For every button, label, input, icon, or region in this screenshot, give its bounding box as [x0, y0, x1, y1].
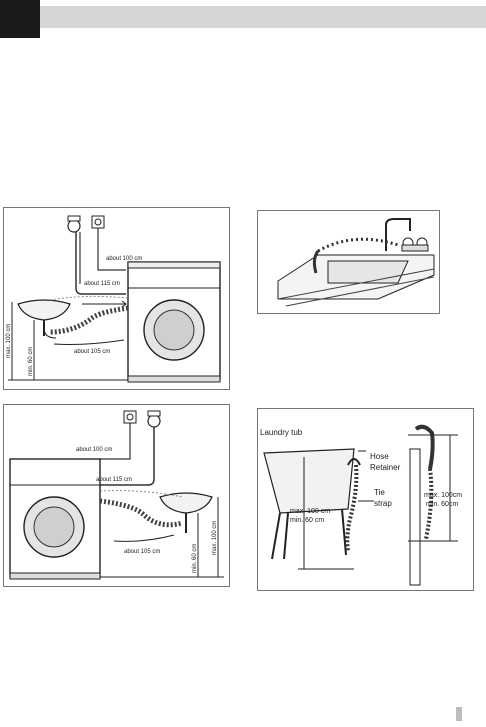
label-about-100: about 100 cm: [106, 256, 142, 262]
diagram-sink-edge: [257, 210, 440, 314]
sink-drain-mirrored-illustration: about 100 cm about 115 cm about 105 cm m…: [9, 410, 224, 580]
section-number-block: [0, 0, 40, 38]
diagram-sink-drain-right: about 100 cm about 115 cm about 105 cm m…: [3, 404, 230, 587]
label-hose: Hose: [370, 452, 389, 461]
power-socket-icon: [91, 215, 105, 229]
page-edge-marker: [456, 707, 462, 721]
label-about-115: about 115 cm: [96, 477, 132, 483]
label-left-min: min. 60 cm: [290, 517, 324, 524]
label-about-115: about 115 cm: [84, 281, 120, 287]
label-max-100: max. 100 cm: [6, 324, 12, 358]
sink-edge-illustration: [277, 218, 435, 307]
standpipe: [409, 424, 435, 586]
sink-basin: [17, 299, 71, 339]
diagram-sink-drain-left: about 100 cm about 115 cm about 105 cm m…: [3, 207, 230, 390]
label-about-100: about 100 cm: [76, 447, 112, 453]
label-about-105: about 105 cm: [124, 549, 160, 555]
faucet-icon: [385, 218, 429, 252]
water-tap-icon: [147, 410, 161, 428]
section-title-bar: [40, 6, 486, 28]
label-laundry-tub: Laundry tub: [260, 428, 303, 437]
label-left-max: max. 100 cm: [290, 508, 330, 515]
label-min-60: min. 60 cm: [28, 347, 34, 376]
label-retainer: Retainer: [370, 463, 401, 472]
sink-drain-illustration: about 100 cm about 115 cm about 105 cm m…: [6, 215, 221, 383]
label-min-60: min. 60 cm: [192, 544, 198, 573]
label-right-min: min. 60cm: [426, 501, 458, 508]
page-header: [0, 0, 486, 38]
label-about-105: about 105 cm: [74, 349, 110, 355]
label-tie: Tie: [374, 488, 385, 497]
label-strap: strap: [374, 499, 392, 508]
sink-basin: [159, 492, 213, 533]
laundry-tub-illustration: Laundry tub Hose Retainer Tie strap max.…: [260, 424, 462, 586]
power-socket-icon: [123, 410, 137, 424]
diagram-laundry-tub: Laundry tub Hose Retainer Tie strap max.…: [257, 408, 474, 591]
washing-machine: [9, 458, 101, 580]
laundry-tub: [263, 448, 355, 560]
label-max-100: max. 100 cm: [212, 521, 218, 555]
water-tap-icon: [67, 215, 81, 233]
washing-machine: [127, 261, 221, 383]
label-right-max: max. 100cm: [424, 492, 462, 499]
